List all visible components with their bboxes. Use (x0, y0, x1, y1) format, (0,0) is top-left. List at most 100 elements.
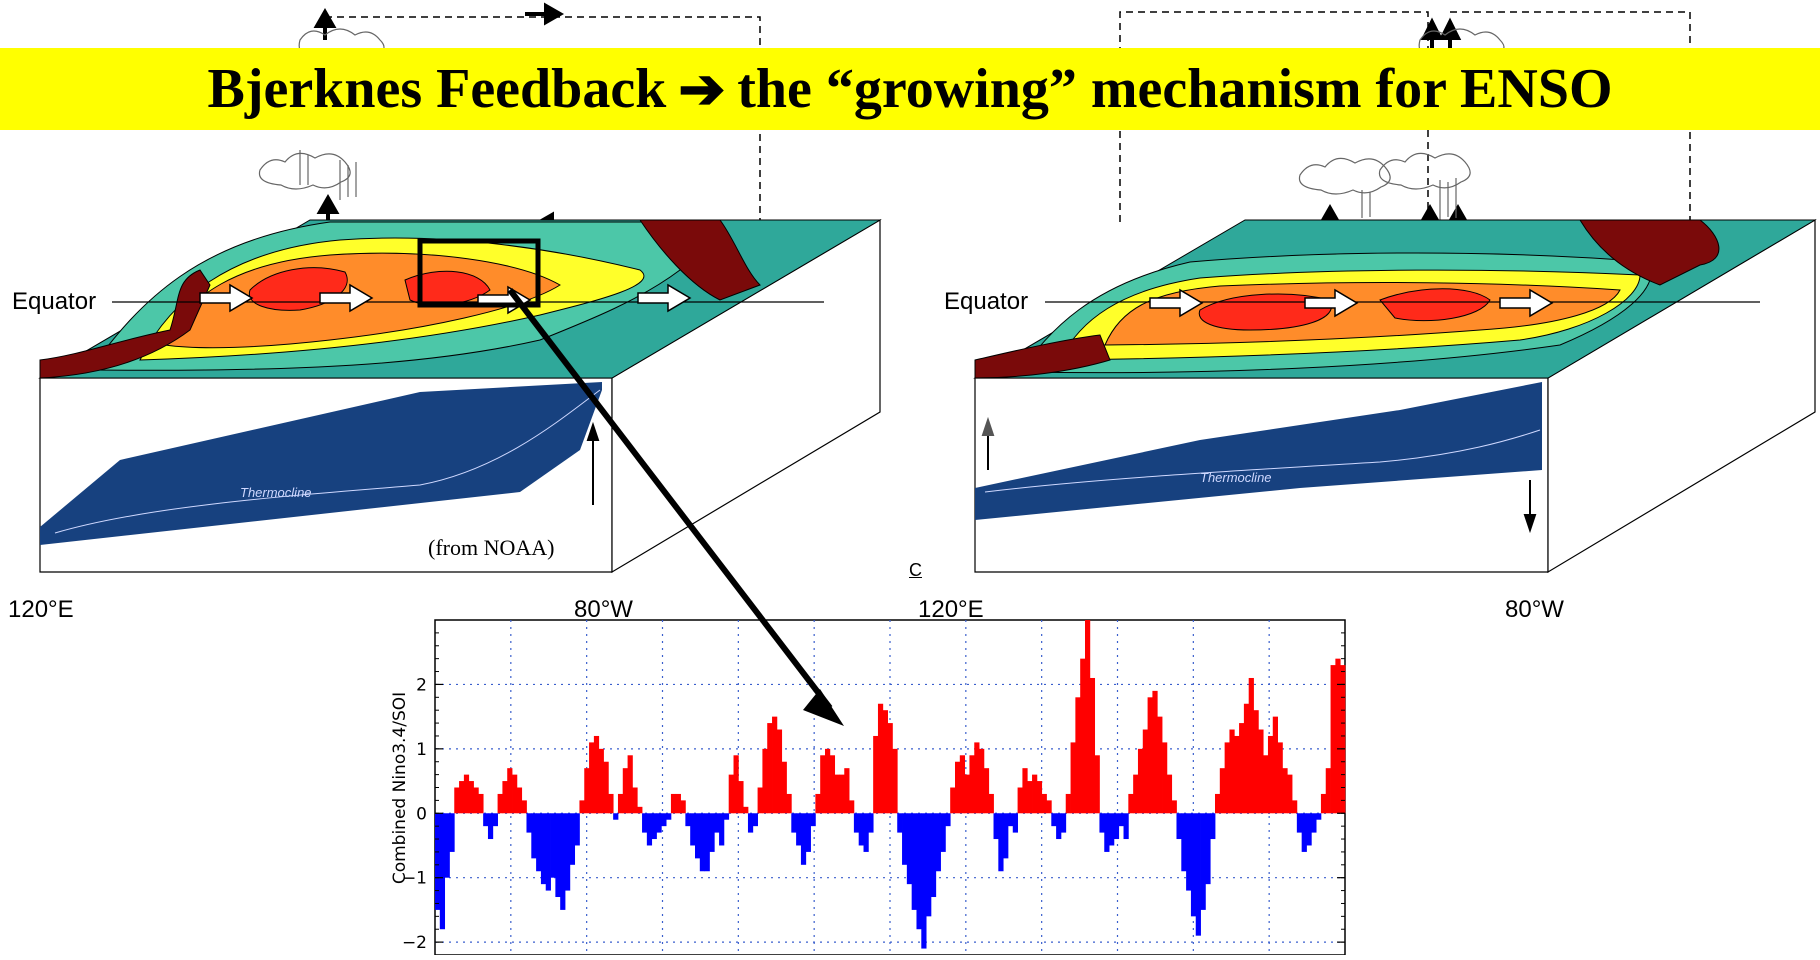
chart-bar-positive (820, 755, 826, 814)
chart-bar-negative (1003, 813, 1009, 859)
chart-bar-negative (1190, 813, 1197, 917)
chart-bar-positive (1089, 677, 1096, 814)
chart-bar-positive (468, 781, 474, 814)
chart-bar-positive (497, 793, 503, 814)
chart-bar-positive (675, 793, 681, 814)
chart-bar-negative (1007, 813, 1014, 827)
chart-bar-positive (608, 793, 614, 814)
chart-bar-negative (1051, 813, 1057, 827)
chart-bar-negative (704, 813, 710, 872)
chart-bar-positive (1340, 665, 1346, 814)
chart-bar-positive (1166, 774, 1173, 814)
chart-bar-positive (1137, 748, 1144, 814)
chart-bar-positive (589, 742, 595, 814)
chart-bar-positive (983, 768, 990, 814)
chart-bars (435, 620, 1346, 949)
chart-bar-positive (1219, 768, 1226, 814)
chart-bar-positive (873, 735, 879, 814)
right-land-east (1579, 219, 1720, 286)
left-lon-east-label: 80°W (574, 596, 633, 623)
chart-bar-positive (473, 787, 479, 814)
chart-bar-negative (998, 813, 1004, 872)
chart-bar-positive (964, 774, 970, 814)
chart-bar-negative (791, 813, 797, 833)
left-walker-circulation (325, 16, 761, 220)
chart-bar-negative (796, 813, 802, 846)
chart-bar-positive (1277, 742, 1283, 814)
chart-bar-positive (507, 768, 513, 814)
chart-bar-negative (661, 813, 667, 827)
chart-bar-positive (974, 742, 980, 814)
chart-bar-negative (531, 813, 537, 859)
chart-bar-negative (565, 813, 571, 891)
chart-bar-negative (435, 813, 441, 910)
chart-bar-positive (1229, 729, 1235, 814)
chart-bar-positive (632, 787, 638, 814)
chart-bar-positive (579, 800, 585, 814)
left-ocean-block (38, 2, 882, 574)
chart-tick-label: −1 (402, 869, 427, 889)
chart-bar-negative (526, 813, 532, 833)
chart-bar-negative (940, 813, 946, 852)
chart-bar-negative (1060, 813, 1067, 833)
chart-bar-positive (849, 800, 855, 814)
right-land-west (974, 334, 1111, 379)
chart-bar-negative (723, 813, 730, 820)
right-equator-label: Equator (944, 288, 1029, 315)
chart-bar-negative (747, 813, 754, 833)
chart-bar-positive (839, 774, 845, 814)
chart-bar-negative (752, 813, 758, 827)
chart-bar-positive (1171, 800, 1177, 814)
chart-bar-positive (1070, 742, 1076, 814)
chart-bar-negative (1306, 813, 1312, 846)
chart-bar-positive (1287, 774, 1293, 814)
chart-bar-negative (1176, 813, 1182, 840)
right-walker-circulation (1119, 11, 1691, 222)
chart-bar-positive (1258, 729, 1264, 814)
chart-bar-negative (1099, 813, 1105, 833)
right-westerly-wind-arrows (1149, 288, 1554, 318)
chart-bar-negative (569, 813, 576, 865)
right-thermocline-line (984, 429, 1541, 493)
chart-bar-positive (1022, 768, 1028, 814)
chart-bar-negative (492, 813, 498, 827)
chart-bar-positive (1215, 793, 1221, 814)
chart-bar-negative (935, 813, 941, 872)
chart-bar-negative (719, 813, 725, 846)
left-thermocline-line (54, 389, 601, 534)
chart-bar-positive (825, 748, 831, 814)
chart-bar-positive (454, 787, 460, 814)
chart-bar-positive (1128, 793, 1134, 814)
chart-bar-negative (1113, 813, 1120, 840)
chart-bar-positive (1147, 697, 1153, 814)
chart-bar-negative (800, 813, 807, 865)
chart-bar-negative (449, 813, 455, 852)
title-arrow-icon: ➔ (678, 58, 726, 121)
chart-bar-positive (1133, 774, 1139, 814)
chart-bar-negative (483, 813, 489, 827)
chart-bar-negative (1104, 813, 1110, 852)
chart-bar-negative (810, 813, 816, 827)
chart-bar-positive (728, 774, 734, 814)
chart-bar-positive (776, 729, 783, 814)
chart-bar-negative (536, 813, 542, 872)
chart-bar-negative (1123, 813, 1129, 840)
chart-bar-positive (627, 755, 633, 814)
chart-bar-positive (1036, 781, 1043, 814)
chart-bar-negative (911, 813, 917, 910)
chart-bar-positive (1157, 716, 1163, 814)
chart-bar-positive (1046, 800, 1052, 814)
chart-bar-positive (1085, 620, 1091, 814)
left-land-west (39, 269, 211, 379)
chart-bar-positive (733, 755, 739, 814)
chart-bar-positive (829, 755, 836, 814)
right-thermocline-layer (975, 382, 1542, 520)
chart-bar-negative (906, 813, 913, 885)
chart-bar-positive (637, 806, 643, 814)
chart-bar-positive (593, 735, 600, 814)
chart-bar-positive (1234, 735, 1240, 814)
chart-bar-positive (887, 723, 893, 814)
